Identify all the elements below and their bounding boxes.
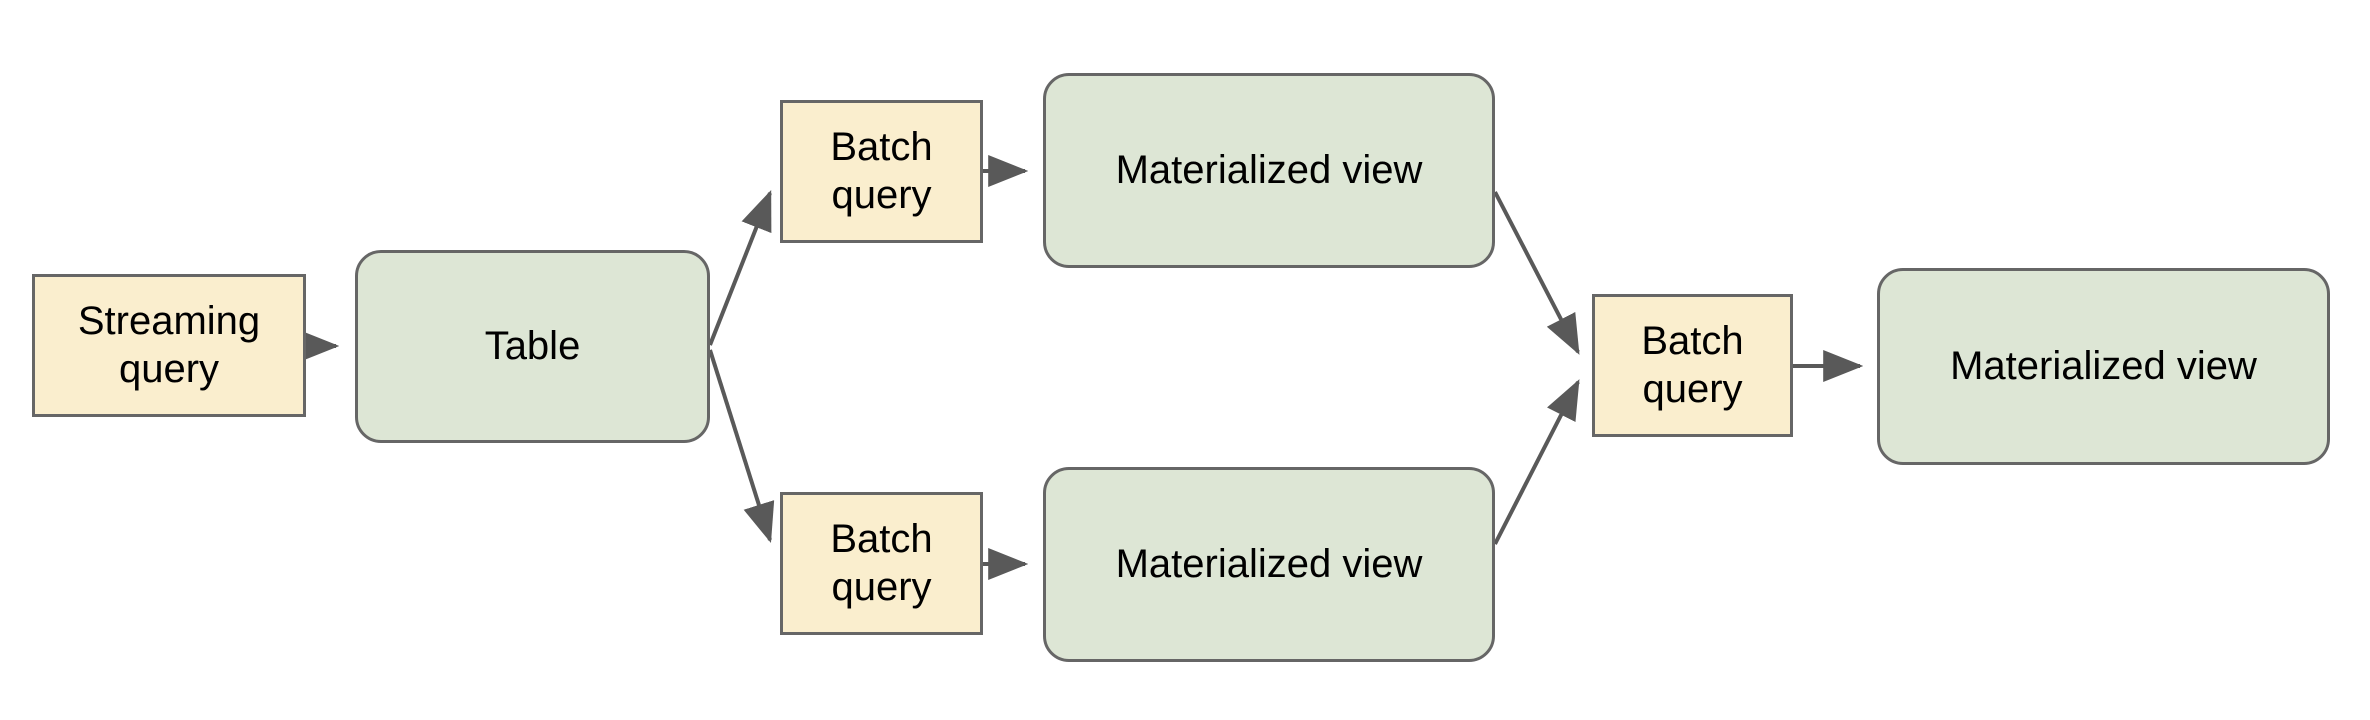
edge-table-to-batch-top bbox=[708, 190, 772, 346]
node-label-materialized-view-final: Materialized view bbox=[1950, 343, 2257, 388]
node-batch-query-bottom[interactable]: Batch query bbox=[780, 492, 983, 635]
node-label-materialized-view-top: Materialized view bbox=[1115, 147, 1423, 192]
node-batch-query-top[interactable]: Batch query bbox=[780, 100, 983, 243]
node-streaming-query[interactable]: Streaming query bbox=[32, 274, 306, 417]
node-label-batch-query-top: Batch query bbox=[830, 125, 933, 217]
node-materialized-view-final[interactable]: Materialized view bbox=[1877, 268, 2330, 465]
node-table[interactable]: Table bbox=[355, 250, 710, 443]
node-label-materialized-view-bottom: Materialized view bbox=[1115, 541, 1423, 586]
node-label-table: Table bbox=[484, 323, 581, 368]
node-label-batch-query-merge: Batch query bbox=[1641, 319, 1744, 411]
node-materialized-view-bottom[interactable]: Materialized view bbox=[1043, 467, 1495, 662]
node-label-streaming-query: Streaming query bbox=[77, 299, 261, 391]
node-materialized-view-top[interactable]: Materialized view bbox=[1043, 73, 1495, 268]
edge-table-to-batch-bottom bbox=[708, 349, 775, 544]
edge-mv-top-to-batch-merge bbox=[1493, 191, 1580, 355]
node-label-batch-query-bottom: Batch query bbox=[830, 517, 933, 609]
node-batch-query-merge[interactable]: Batch query bbox=[1592, 294, 1793, 437]
edge-mv-bottom-to-batch-merge bbox=[1493, 379, 1580, 545]
